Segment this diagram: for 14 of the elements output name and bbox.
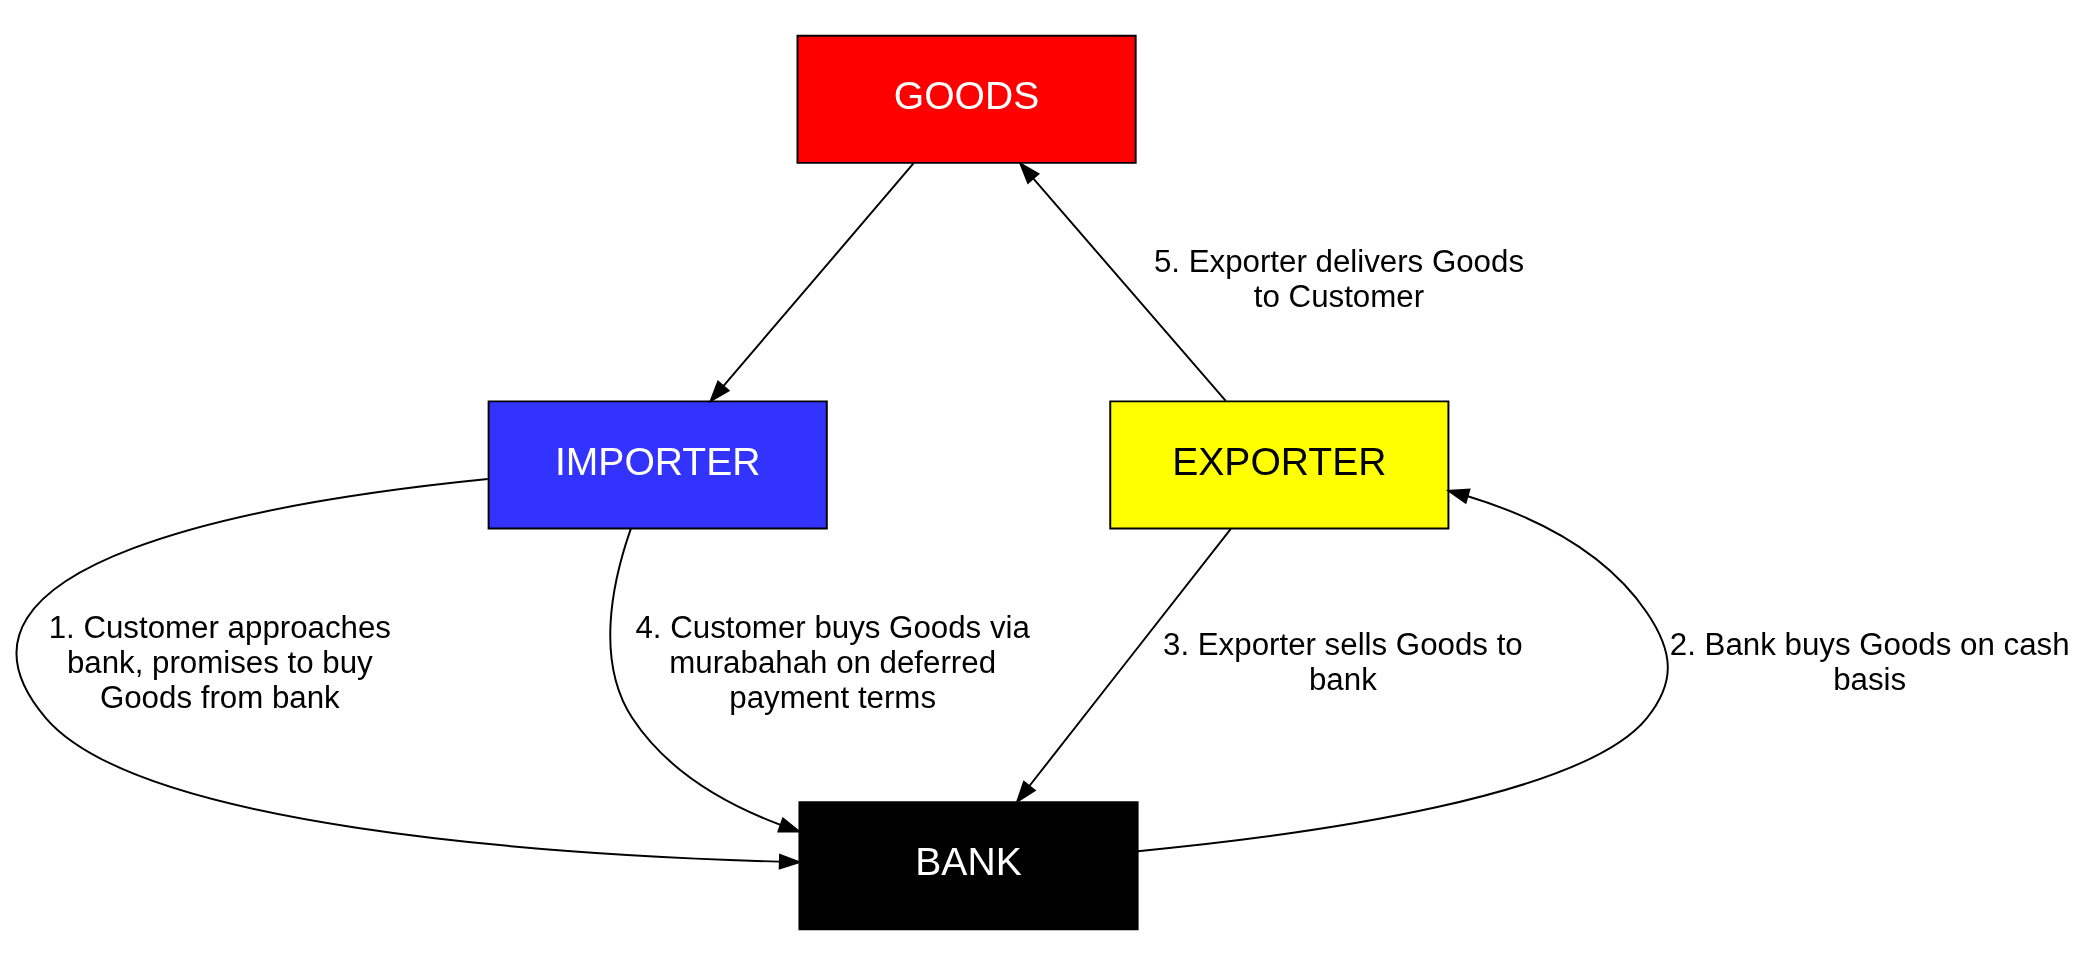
edge-label: 1. Customer approaches bank, promises to buy Goods from bank [48,609,392,715]
arrow [1018,161,1227,402]
edge-label: 3. Exporter sells Goods to bank [1163,627,1523,698]
node-box: EXPORTER [1109,400,1450,530]
edge-label: 4. Customer buys Goods via murabahah on deferred payment terms [635,609,1030,715]
arrow [609,527,802,833]
edge-label: 5. Exporter delivers Goods to Customer [1153,243,1525,315]
node-box: GOODS [796,34,1137,164]
edge-label: 2. Bank buys Goods on cash basis [1669,627,2070,698]
arrow [1136,488,1669,853]
node-box: BANK [798,801,1139,931]
arrow [708,162,915,404]
arrow [1015,527,1232,804]
node-box: IMPORTER [487,400,828,530]
